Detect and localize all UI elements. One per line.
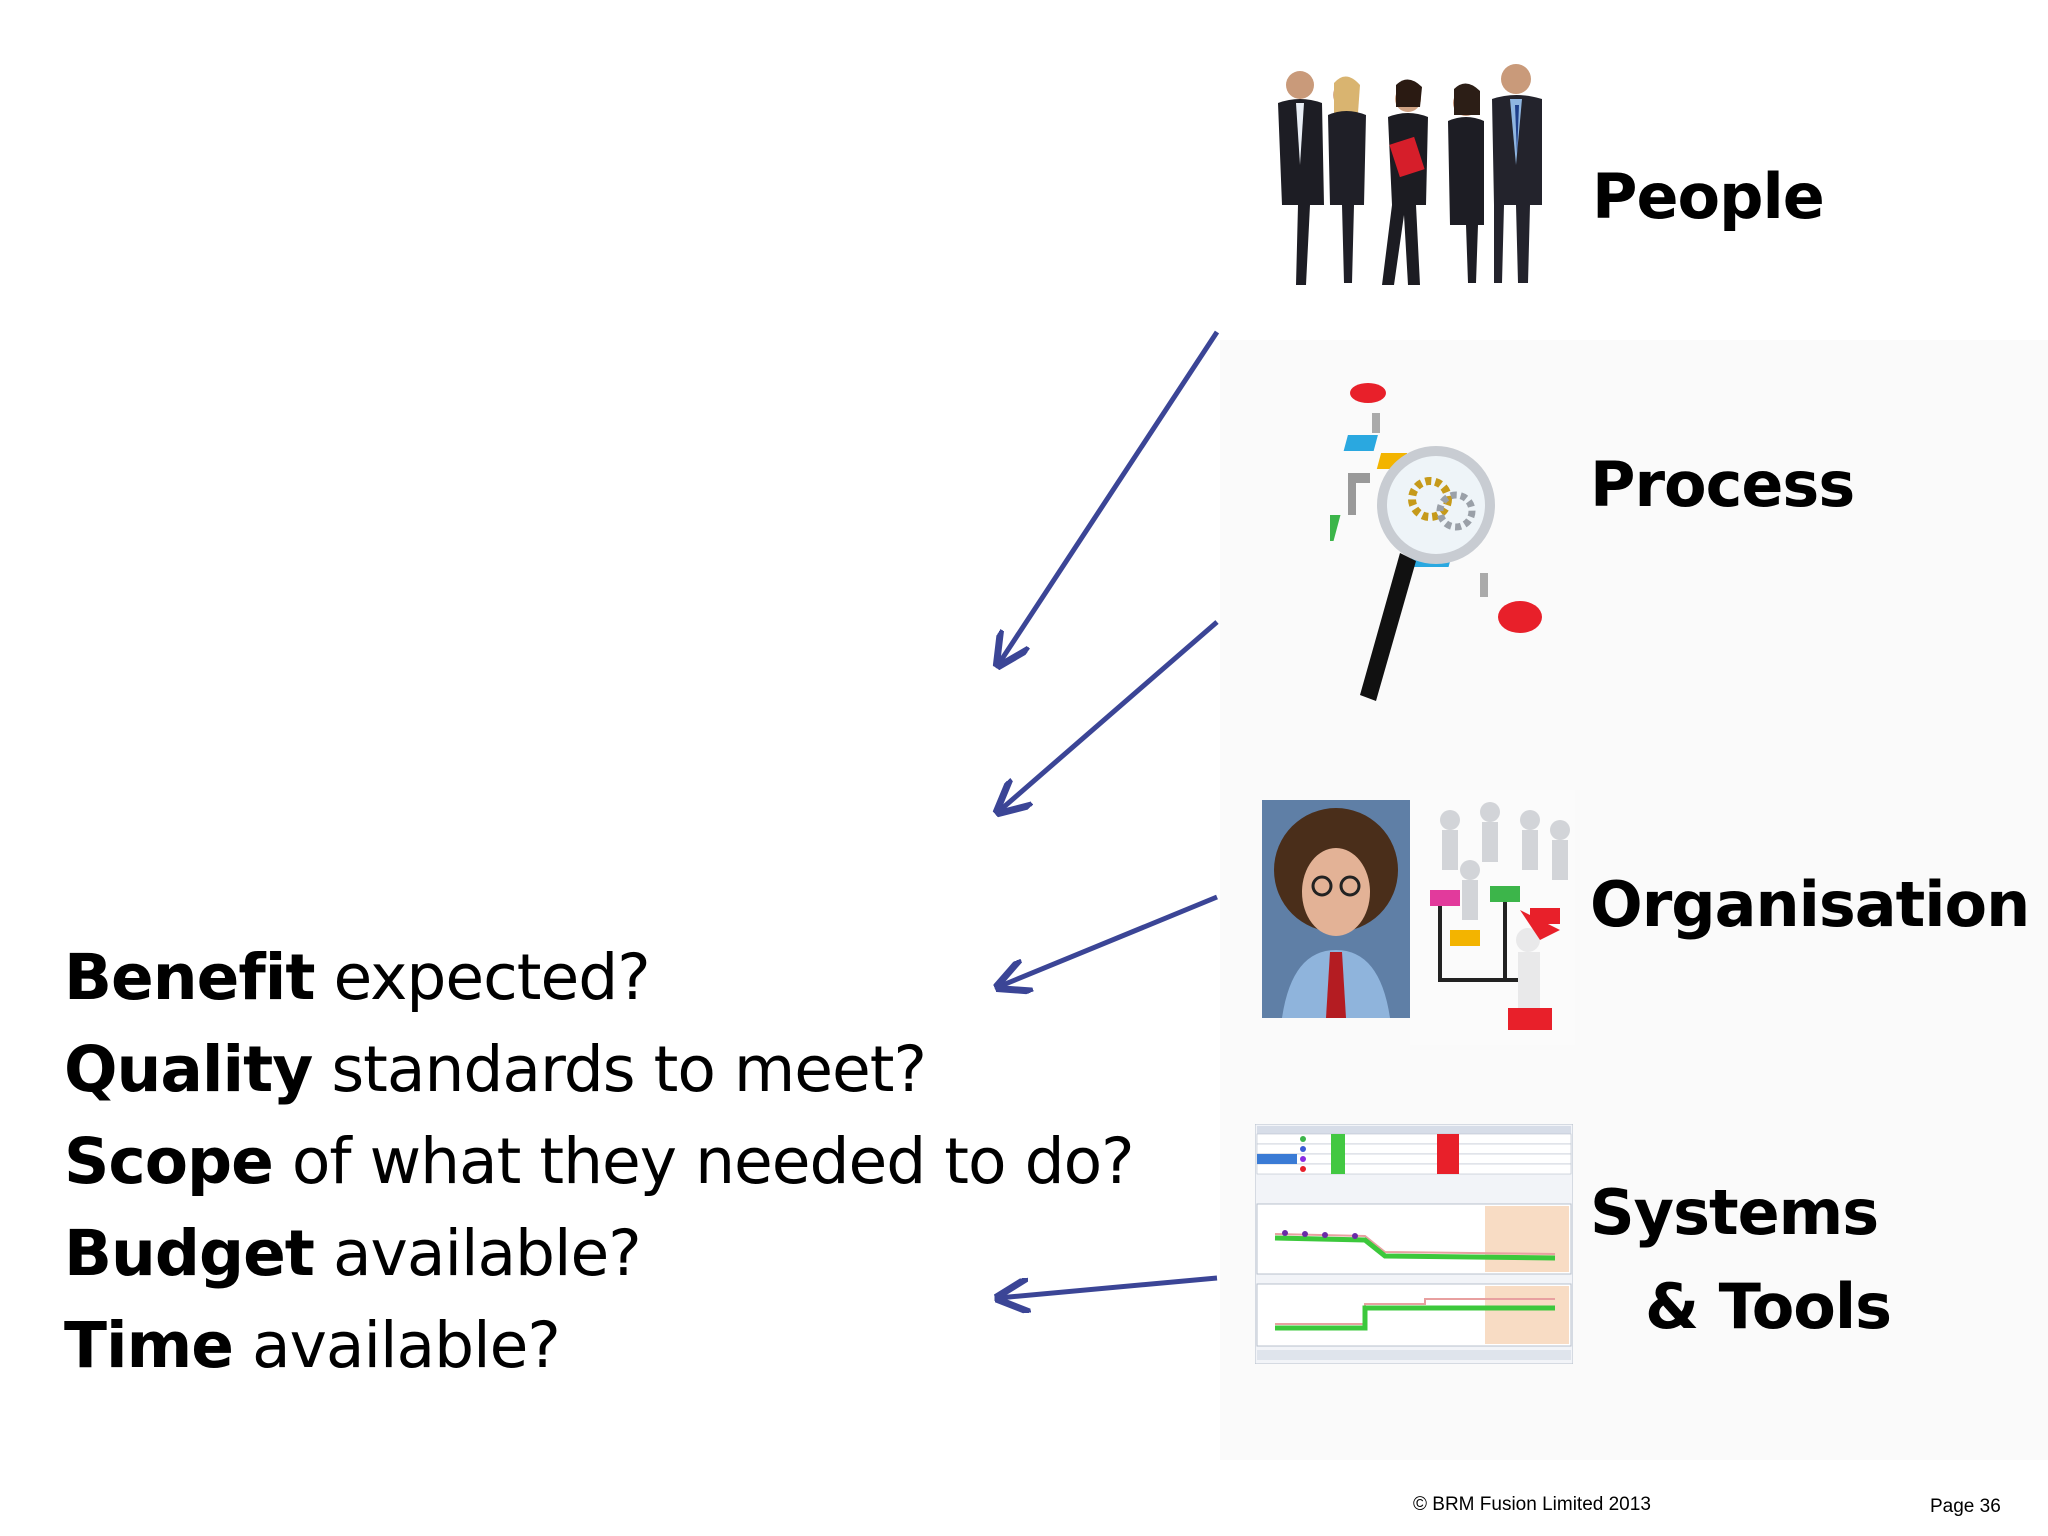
question-text: available? — [313, 1217, 642, 1290]
footer-page-number: Page 36 — [1930, 1496, 2001, 1517]
question-keyword: Time — [64, 1309, 234, 1382]
portrait-image — [1262, 800, 1410, 1018]
question-text: of what they needed to do? — [272, 1125, 1135, 1198]
question-text: expected? — [314, 941, 650, 1014]
question-budget: Budget available? — [64, 1208, 1134, 1300]
question-keyword: Scope — [64, 1125, 274, 1198]
flowchart-magnifier-image — [1330, 383, 1542, 701]
business-team-image — [1278, 64, 1542, 285]
label-process: Process — [1590, 448, 1855, 521]
question-quality: Quality standards to meet? — [64, 1024, 1134, 1116]
arrow-process — [998, 620, 1219, 812]
label-people: People — [1592, 160, 1825, 233]
question-benefit: Benefit expected? — [64, 932, 1134, 1024]
questions-list: Benefit expected? Quality standards to m… — [64, 932, 1135, 1392]
arrow-people — [998, 330, 1220, 665]
label-organisation: Organisation — [1590, 868, 2030, 941]
question-text: available? — [232, 1309, 561, 1382]
dashboard-screenshot-image — [1255, 1124, 1573, 1364]
label-systems: Systems — [1590, 1176, 1879, 1249]
label-tools: & Tools — [1645, 1270, 1892, 1343]
question-scope: Scope of what they needed to do? — [64, 1116, 1135, 1208]
question-keyword: Benefit — [64, 941, 315, 1014]
question-keyword: Budget — [64, 1217, 315, 1290]
org-chart-image — [1410, 790, 1575, 1045]
question-time: Time available? — [64, 1300, 1134, 1392]
question-keyword: Quality — [64, 1033, 313, 1106]
arrow-organisation — [998, 894, 1218, 987]
footer-copyright: © BRM Fusion Limited 2013 — [1413, 1494, 1651, 1515]
arrow-systems — [998, 1275, 1218, 1298]
question-text: standards to meet? — [312, 1033, 927, 1106]
